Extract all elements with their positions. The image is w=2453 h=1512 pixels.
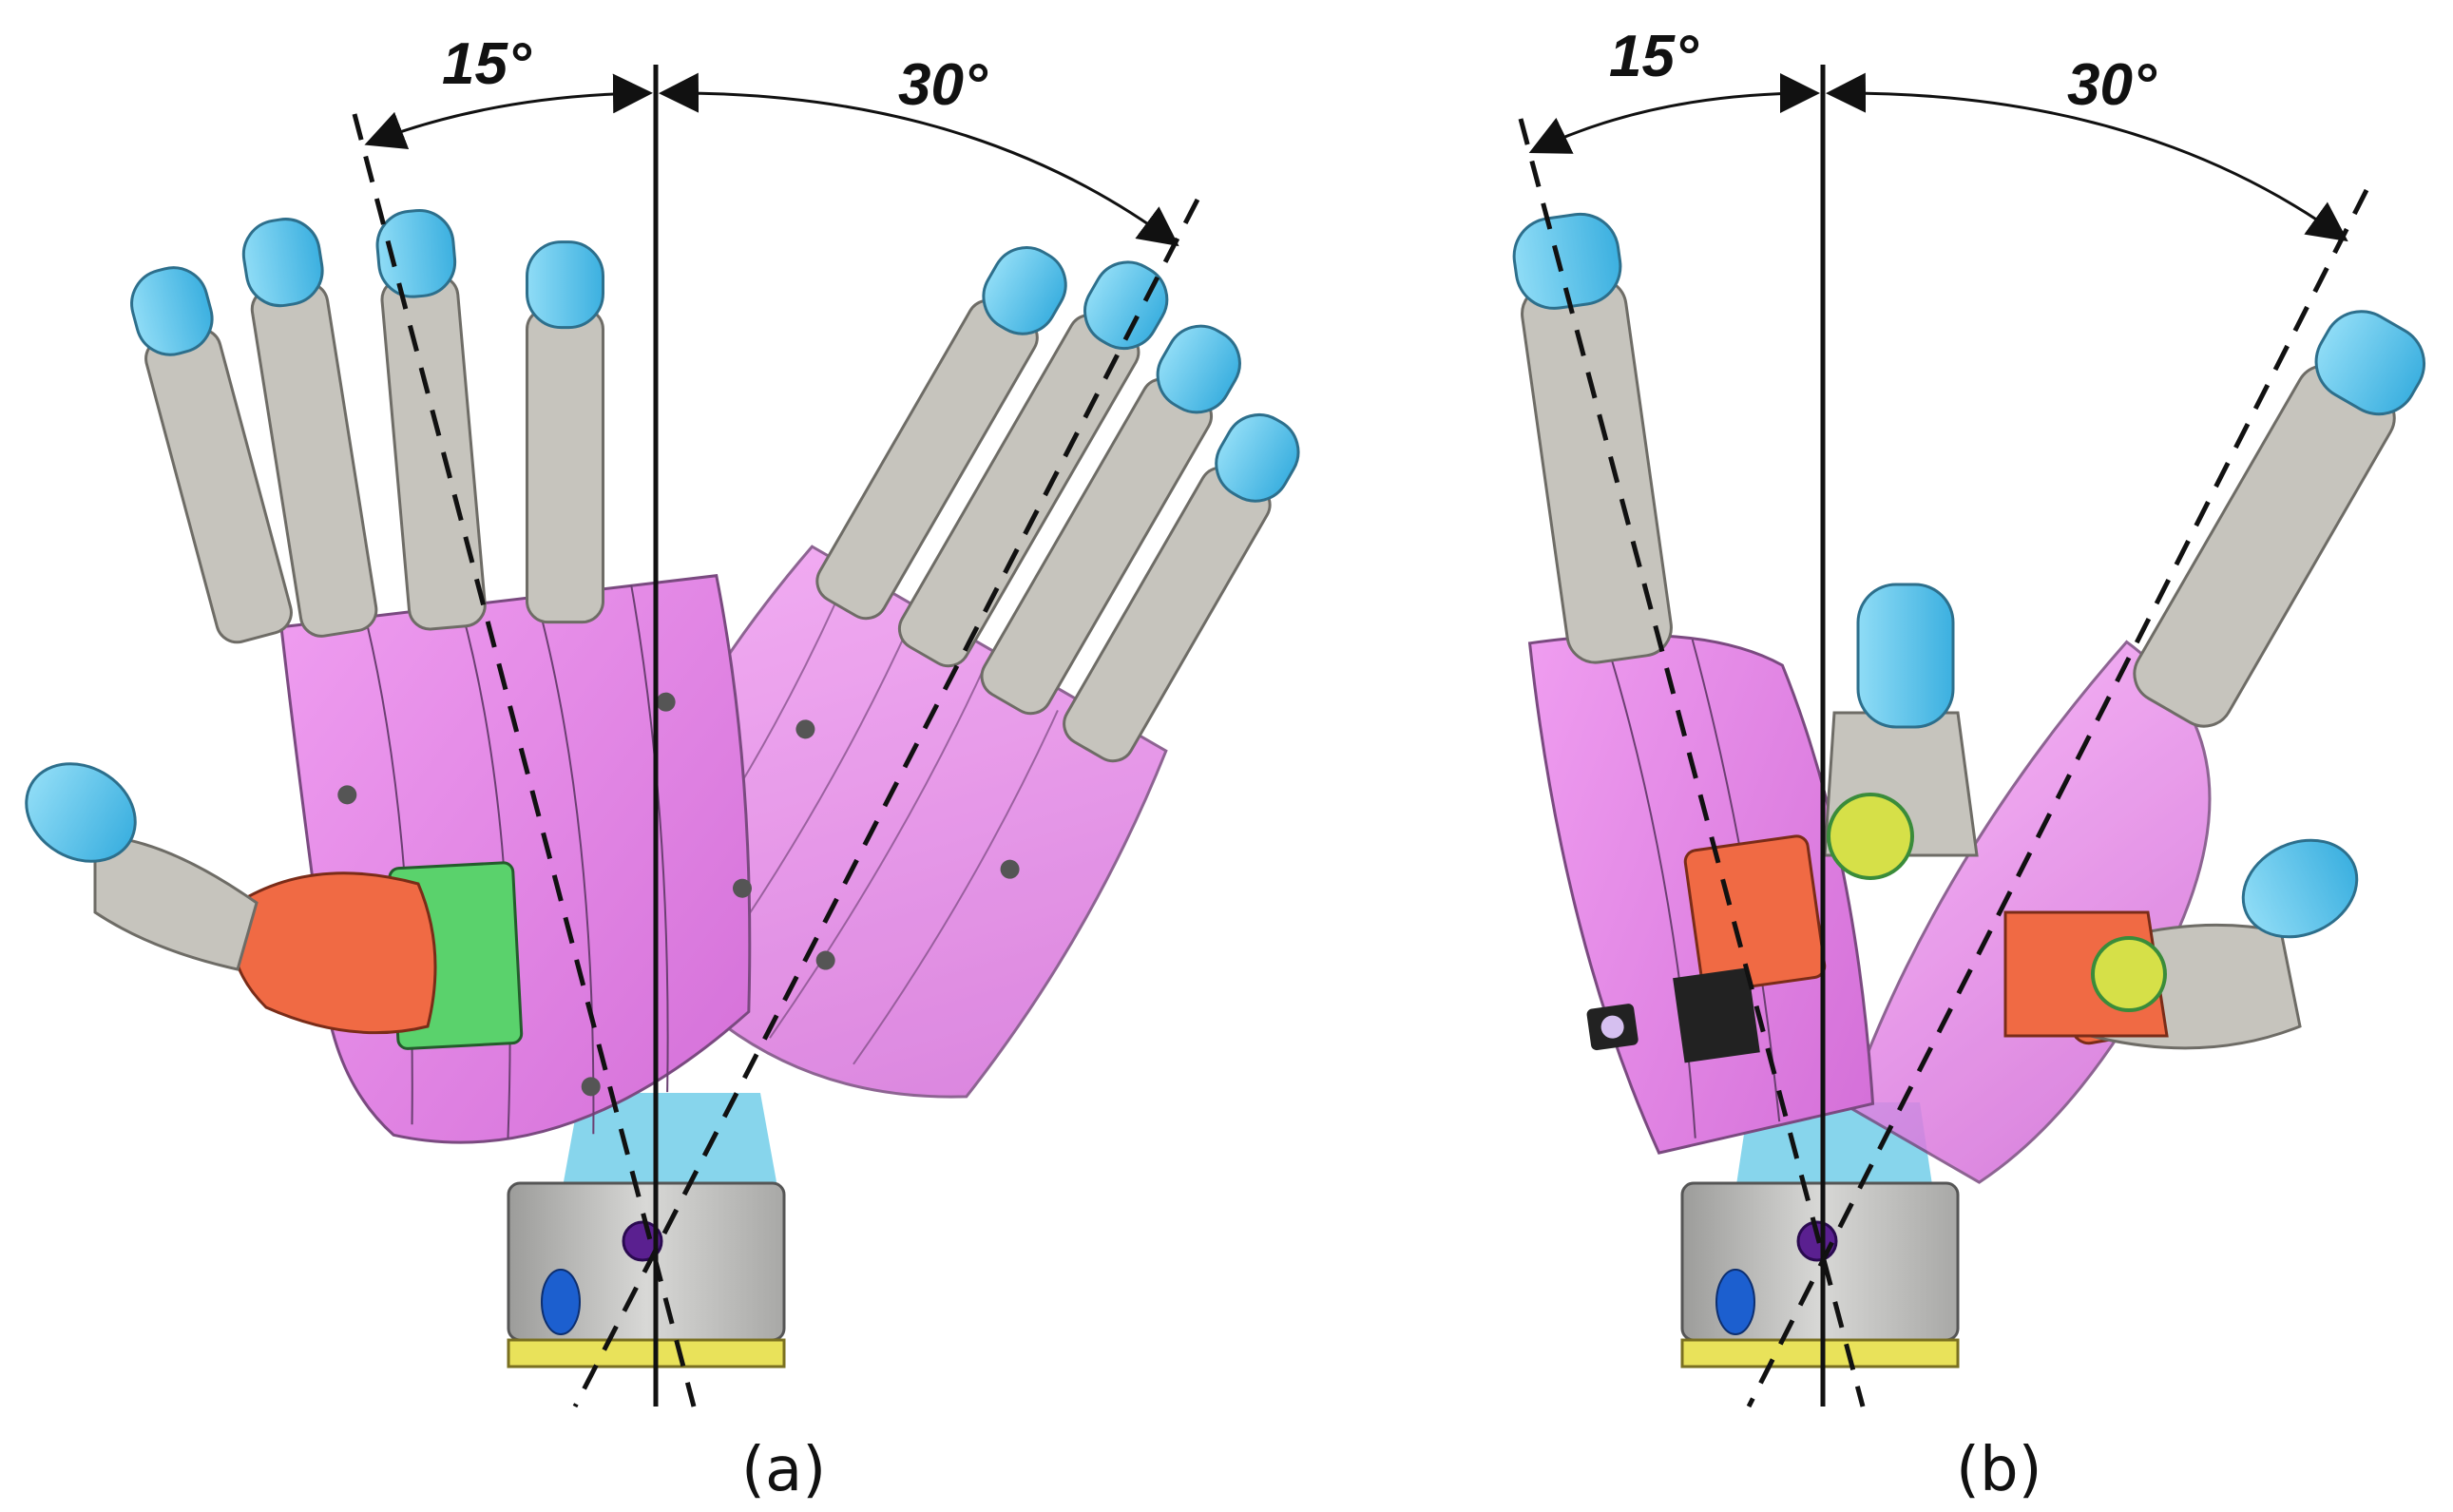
arc-30-a <box>659 72 1179 247</box>
thumb-a <box>25 762 437 1035</box>
arc-15-b <box>1528 73 1820 154</box>
angle-15-label-b: 15° <box>1609 24 1699 89</box>
caption-b: (b) <box>1956 1435 2042 1505</box>
arc-30-b <box>1826 72 2348 242</box>
thumb-b-upright <box>1823 583 1979 880</box>
angle-30-label-a: 30° <box>898 52 988 118</box>
panel-b: 15° 30° (b) <box>1512 24 2426 1505</box>
wrist-unit-b <box>1680 1181 1960 1368</box>
axis-15-a <box>352 113 697 1407</box>
panel-a: 15° 30° (a) <box>25 31 1300 1505</box>
axis-15-b <box>1518 118 1866 1407</box>
axis-30-b <box>1746 188 2369 1408</box>
tilted-hand-15 <box>130 209 753 1144</box>
wrist-cyan-column <box>561 1093 779 1197</box>
rotated-fingers <box>815 246 1300 763</box>
angle-15-label-a: 15° <box>442 31 532 97</box>
axis-30-a <box>572 198 1200 1408</box>
main-palm <box>279 574 752 1144</box>
main-fingers <box>130 209 605 644</box>
arc-15-a <box>364 73 653 150</box>
angle-30-label-b: 30° <box>2067 52 2157 118</box>
caption-a: (a) <box>741 1435 826 1505</box>
wrist-unit-a <box>507 1181 786 1368</box>
thumb-b-rotated <box>2003 838 2359 1050</box>
side-hand-15 <box>1512 212 1875 1155</box>
rotated-hand-30 <box>603 246 1300 1099</box>
